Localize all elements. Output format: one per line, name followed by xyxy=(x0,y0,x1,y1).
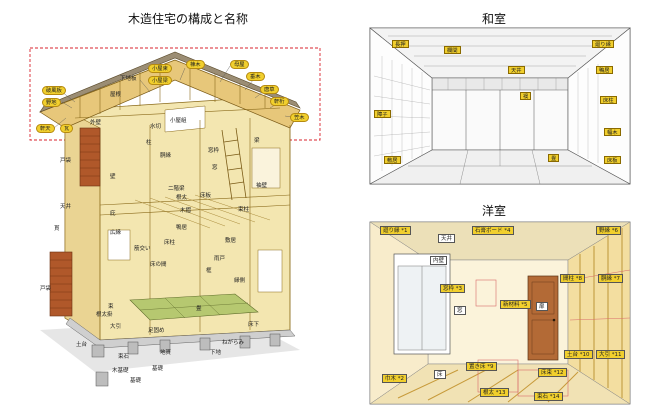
label-ruin: 水切 xyxy=(150,124,162,130)
label-higasa: 庇 xyxy=(110,211,116,217)
label-tobukuro: 戸袋 xyxy=(60,158,72,164)
label-koyabari: 小屋梁 xyxy=(148,76,172,85)
yoshitsu-tag-dobuchi: 胴縁 *7 xyxy=(598,274,623,283)
label-sodekabe: 袖壁 xyxy=(256,183,268,189)
label-obiki: 大引 xyxy=(110,324,122,330)
yoshitsu-tag-habaki: 巾木 *2 xyxy=(382,374,407,383)
amado-upper xyxy=(79,127,101,187)
label-kiso2: 基礎 xyxy=(130,378,142,384)
washitsu-label-shoji: 障子 xyxy=(374,110,391,118)
label-tenjo: 天井 xyxy=(60,204,72,210)
label-munagi: 棟木 xyxy=(186,60,205,69)
label-yukashita: 床下 xyxy=(248,322,260,328)
yoshitsu-tag-shinzairyo: 新材料 *5 xyxy=(500,300,531,309)
yoshitsu-tag-obiki: 大引 *11 xyxy=(596,350,625,359)
label-amado: 雨戸 xyxy=(214,256,226,262)
label-hari: 梁 xyxy=(254,138,260,144)
label-hashira1: 柱 xyxy=(146,140,152,146)
label-karakusa: 唐草 xyxy=(260,85,279,94)
washitsu-label-tatami: 畳 xyxy=(548,154,560,162)
house-cutaway-diagram: 小屋束 棟木 小屋梁 母屋 垂木 唐草 破風板 野地 軒天 瓦 軒桁 笠木 下地… xyxy=(29,47,321,387)
washitsu-label-shikii: 敷居 xyxy=(384,156,401,164)
label-shitaji: 下地板 xyxy=(120,76,137,82)
label-tokonoma: 床の間 xyxy=(150,262,167,268)
washitsu-label-nageshi: 長押 xyxy=(392,40,409,48)
label-yukaita: 床板 xyxy=(200,193,212,199)
label-fukuso: 束石 xyxy=(118,354,130,360)
label-moya: 母屋 xyxy=(230,60,249,69)
yoshitsu-tag-noen: 野縁 *6 xyxy=(596,226,621,235)
yoshitsu-tag-sekko: 石膏ボード *4 xyxy=(472,226,514,235)
label-kotabi: 小屋組 xyxy=(170,118,187,124)
label-konkuri: ねがらみ xyxy=(222,340,245,346)
yoshitsu-tag-neda: 根太 *13 xyxy=(480,388,509,397)
label-shita-ji: 根太 xyxy=(176,195,188,201)
label-madowaku: 窓枠 xyxy=(208,148,220,154)
label-jibanbari: 地貫 xyxy=(160,350,172,356)
yoshitsu-door xyxy=(527,275,559,361)
label-sasara: 笠木 xyxy=(290,113,309,122)
washitsu-label-kamoi: 鴨居 xyxy=(596,66,613,74)
label-shitajiita: 下地 xyxy=(210,350,222,356)
label-tobukuro2: 戸袋 xyxy=(40,286,52,292)
label-kamoi: 鴨居 xyxy=(176,225,188,231)
yoshitsu-tag-tobira: 扉 xyxy=(536,302,548,311)
label-gaiheki: 外壁 xyxy=(90,120,102,126)
washitsu-label-mawaribuchi: 廻り縁 xyxy=(592,40,614,48)
label-nokiten: 軒天 xyxy=(36,124,55,133)
house-drawing xyxy=(29,47,321,387)
label-nedaku: 根太掛 xyxy=(96,312,113,318)
label-sujikai: 筋交い xyxy=(134,246,151,252)
label-shikii: 敷居 xyxy=(225,238,237,244)
yoshitsu-tag-yuka: 床 xyxy=(434,370,446,379)
label-doubuchi: 胴縁 xyxy=(160,153,172,159)
label-kiso: 基礎 xyxy=(152,366,164,372)
washitsu-label-ranma: 欄間 xyxy=(444,46,461,54)
label-tsuka: 束 xyxy=(108,304,114,310)
label-kabe: 壁 xyxy=(110,174,116,180)
house-title: 木造住宅の構成と名称 xyxy=(128,12,249,26)
label-kamachi: 框 xyxy=(206,268,212,274)
label-mokuzukin: 木摺 xyxy=(180,208,192,214)
yoshitsu-tag-naiheki: 内壁 xyxy=(430,256,448,265)
label-noji: 野地 xyxy=(42,98,61,107)
label-hiroen: 広縁 xyxy=(110,230,122,236)
yoshitsu-tag-mawaribuchi: 廻り縁 *1 xyxy=(380,226,411,235)
label-dodai: 土台 xyxy=(76,342,88,348)
yoshitsu-tag-okiyuka: 置き床 *9 xyxy=(466,362,497,371)
yoshitsu-tag-mado: 窓 xyxy=(454,306,466,315)
label-kawara: 瓦 xyxy=(60,124,74,133)
label-hafuita: 破風板 xyxy=(42,86,66,95)
label-tsukabashira: 束柱 xyxy=(238,207,250,213)
yoshitsu-tag-tsukaishi: 束石 *14 xyxy=(534,392,563,401)
washitsu-diagram: 長押 欄間 天井 廻り縁 鴨居 襖 床柱 障子 幅木 敷居 畳 床板 xyxy=(368,26,632,186)
yoshitsu-tag-yukazuka: 床束 *12 xyxy=(538,368,567,377)
washitsu-label-tenjo: 天井 xyxy=(508,66,525,74)
label-taruki: 垂木 xyxy=(246,72,265,81)
label-yane: 屋根 xyxy=(110,92,122,98)
label-nikaibari: 二階梁 xyxy=(168,186,185,192)
washitsu-label-tokoita: 床板 xyxy=(604,156,621,164)
washitsu-title: 和室 xyxy=(482,12,507,26)
label-nuki: 貫 xyxy=(54,226,60,232)
yoshitsu-tag-mabashira: 間柱 *8 xyxy=(560,274,585,283)
label-yojigata: 軒桁 xyxy=(270,97,289,106)
washitsu-label-tokobashira: 床柱 xyxy=(600,96,617,104)
yoshitsu-tag-madowaku: 窓枠 *3 xyxy=(440,284,465,293)
label-engawa: 縁側 xyxy=(234,278,246,284)
label-kosuji: 小屋束 xyxy=(148,64,172,73)
label-mokusei: 木基礎 xyxy=(112,368,129,374)
washitsu-label-haba: 幅木 xyxy=(604,128,621,136)
label-tatami: 畳 xyxy=(196,306,202,312)
yoshitsu-tag-tenjo: 天井 xyxy=(438,234,456,243)
label-mado: 窓 xyxy=(212,165,218,171)
yoshitsu-title: 洋室 xyxy=(482,204,507,218)
label-tokobashira: 床柱 xyxy=(164,240,176,246)
label-ashiba: 足固め xyxy=(148,328,165,334)
yoshitsu-tag-dodai: 土台 *10 xyxy=(564,350,593,359)
yoshitsu-diagram: 廻り縁 *1 天井 石膏ボード *4 野縁 *6 内壁 窓枠 *3 間柱 *8 … xyxy=(368,220,632,406)
washitsu-drawing xyxy=(369,27,631,185)
yoshitsu-drawing xyxy=(369,221,631,405)
washitsu-label-fusuma: 襖 xyxy=(520,92,532,100)
